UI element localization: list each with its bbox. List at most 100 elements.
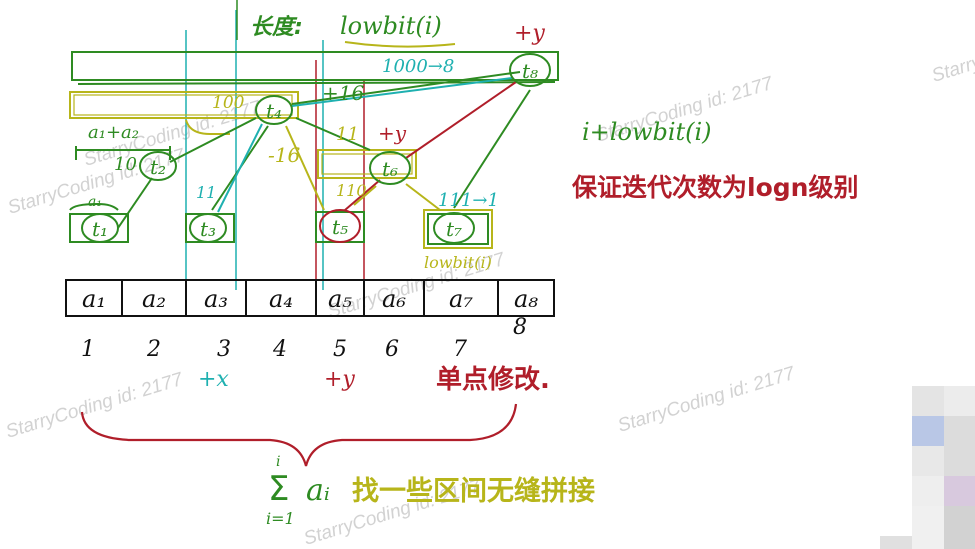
pixel-block xyxy=(880,536,912,549)
node-t8-label: t₈ xyxy=(522,59,538,83)
array-index: 4 xyxy=(272,337,287,362)
plus-y-note: +y xyxy=(324,367,355,392)
brace-a1-a2 xyxy=(75,146,171,160)
a1-plus-a2: a₁+a₂ xyxy=(88,122,139,143)
pixel-block xyxy=(944,446,975,476)
array-frame xyxy=(65,279,555,317)
bottom-notes: +x +y 单点修改. i Σ aᵢ i=1 找一些区间无缝拼接 xyxy=(80,364,595,528)
edge-t7-t8 xyxy=(453,89,531,209)
array-index: 7 xyxy=(453,337,467,362)
array-index: 6 xyxy=(385,337,399,362)
pixel-block xyxy=(944,476,975,506)
a1-small: a₁ xyxy=(88,194,102,210)
plus-y-mid: +y xyxy=(378,121,407,145)
node-t7-label: t₇ xyxy=(446,217,462,241)
array-index: 8 xyxy=(513,315,527,340)
splice-note: 找一些区间无缝拼接 xyxy=(352,475,595,507)
watermark: Starry xyxy=(929,51,975,86)
node-t8-circle xyxy=(509,53,551,87)
array-cell: a₄ xyxy=(269,285,293,313)
edge-t5-t6 xyxy=(344,179,381,211)
sum-symbol: Σ xyxy=(268,469,289,509)
guide-lines xyxy=(185,0,365,290)
node-t4-label: t₄ xyxy=(266,99,282,123)
node-t1-circle xyxy=(81,213,119,243)
edge-t5-t6-olive xyxy=(353,185,377,206)
tree-edges xyxy=(117,71,531,229)
i-plus-lowbit-note: i+lowbit(i) xyxy=(582,118,712,146)
range-bar-t6-inner xyxy=(321,153,413,175)
right-notes: i+lowbit(i) 保证迭代次数为logn级别 xyxy=(571,118,858,202)
edge-t5-t4 xyxy=(285,125,325,211)
node-t5: t₅ xyxy=(315,209,365,243)
pixelated-patch xyxy=(880,386,975,549)
edge-t4-t8 xyxy=(291,71,521,105)
tree-annotations: 长度: lowbit(i) +y 1000→8 100 +16 -16 11 1… xyxy=(88,12,545,272)
node-t2: t₂ xyxy=(139,151,177,181)
pixel-block xyxy=(944,416,975,446)
array-cell: a₁ xyxy=(82,285,106,313)
node-t1: t₁ xyxy=(69,213,129,243)
array-cell: a₂ xyxy=(142,285,166,313)
array-cell: a₈ xyxy=(514,285,538,313)
count-100: 100 xyxy=(212,93,245,113)
edge-t1-t2 xyxy=(117,177,153,229)
pixel-block xyxy=(912,446,944,476)
lowbit-small: lowbit(i) xyxy=(424,253,492,272)
node-t2-circle xyxy=(139,151,177,181)
node-t2-label: t₂ xyxy=(150,155,166,179)
count-11-teal: 11 xyxy=(196,183,216,202)
log-iteration-note: 保证迭代次数为logn级别 xyxy=(571,173,858,202)
node-t3-circle xyxy=(189,213,227,243)
single-point-update-note: 单点修改. xyxy=(436,364,550,395)
plus-x-note: +x xyxy=(198,367,229,392)
array-cell: a₆ xyxy=(382,285,406,313)
edge-t2-t4 xyxy=(169,117,257,163)
watermark: StarryCoding id: 2177 xyxy=(615,363,798,437)
node-t6: t₆ xyxy=(369,151,411,185)
minus-16: -16 xyxy=(268,143,300,167)
node-t5-circle xyxy=(319,209,361,243)
count-10: 10 xyxy=(114,154,137,175)
sum-top: i xyxy=(276,454,280,470)
node-t4: t₄ xyxy=(255,95,293,125)
length-label: 长度: xyxy=(250,14,303,40)
lowbit-underline xyxy=(344,41,456,48)
array-dividers xyxy=(121,280,499,316)
lowbit-label: lowbit(i) xyxy=(340,12,442,40)
node-t3: t₃ xyxy=(185,213,235,243)
count-1000: 1000→8 xyxy=(382,56,454,77)
pixel-block xyxy=(912,476,944,506)
brace-a1 xyxy=(69,202,119,211)
pixel-block xyxy=(944,386,975,416)
sum-bottom: i=1 xyxy=(266,509,295,528)
count-11-top: 11 xyxy=(336,124,359,145)
node-t4-circle xyxy=(255,95,293,125)
pixel-block xyxy=(944,506,975,549)
node-t5-label: t₅ xyxy=(332,215,348,239)
node-t3-label: t₃ xyxy=(200,217,216,241)
array-index: 2 xyxy=(146,337,161,362)
sum-term: aᵢ xyxy=(306,473,330,508)
plus-16: +16 xyxy=(322,81,364,105)
pixel-block xyxy=(912,506,944,549)
node-t6-circle xyxy=(369,151,411,185)
node-t6-label: t₆ xyxy=(382,157,398,181)
array-cell: a₅ xyxy=(328,285,352,313)
node-t1-label: t₁ xyxy=(92,217,108,241)
node-t8: t₈ xyxy=(509,53,551,87)
edge-t3-t4-teal xyxy=(217,123,263,213)
plus-y-top: +y xyxy=(514,21,545,46)
edge-t7-t6 xyxy=(405,183,441,211)
brace-t4 xyxy=(185,119,230,135)
edge-t4-t8-teal xyxy=(291,77,513,107)
node-t7-circle xyxy=(433,212,475,244)
pixel-block xyxy=(912,386,944,416)
array-index: 3 xyxy=(217,337,231,362)
edge-t6-t8 xyxy=(405,81,517,159)
range-bar-t6 xyxy=(317,149,417,179)
